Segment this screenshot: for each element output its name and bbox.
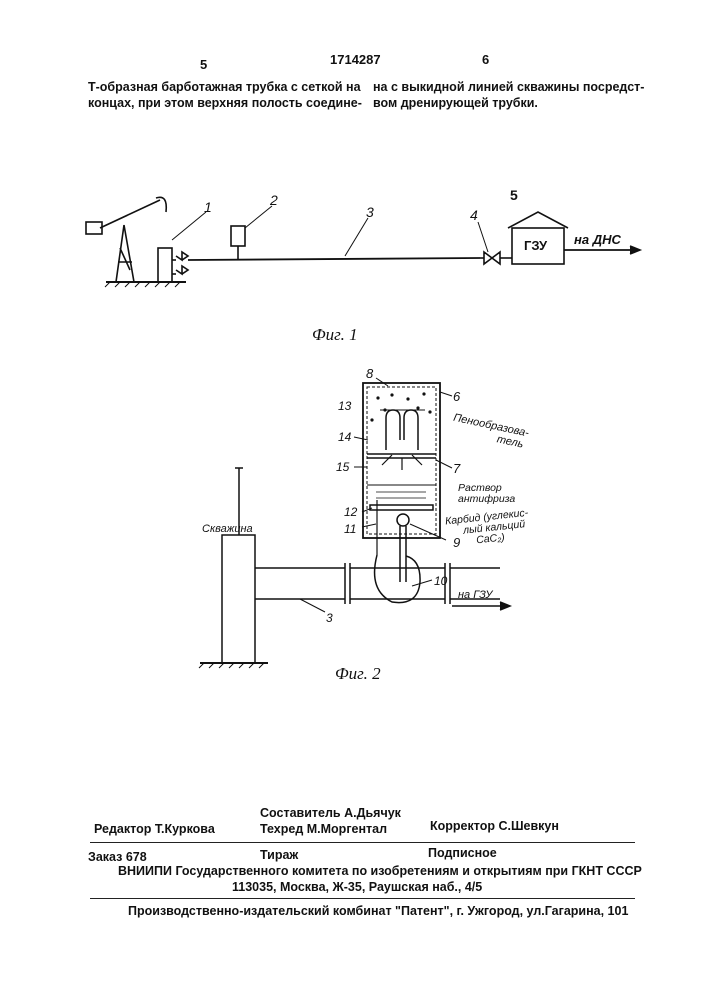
fig1-to-dns-label: на ДНС — [574, 232, 621, 247]
left-line-2: концах, при этом верхняя полость соедине… — [88, 95, 378, 111]
address: 113035, Москва, Ж-35, Раушская наб., 4/5 — [232, 880, 482, 894]
right-line-1: на с выкидной линией скважины посредст- — [373, 79, 673, 95]
fig1-label-1: 1 — [204, 199, 212, 215]
figure-2-diagram: 8 6 13 14 15 7 12 11 9 10 3 Скважина Пен… — [0, 365, 707, 670]
page-number-right: 6 — [482, 52, 489, 67]
fig2-well-label: Скважина — [202, 523, 253, 535]
techred: Техред М.Моргентал — [260, 822, 387, 836]
fig2-foamer-label-a: Пенообразова- — [452, 412, 530, 440]
fig2-label-3: 3 — [326, 611, 333, 625]
figure-1-diagram: 1 2 3 4 5 ГЗУ на ДНС — [0, 170, 707, 320]
walking-beam — [100, 200, 160, 228]
valve-upper — [176, 252, 188, 260]
page-number-left: 5 — [200, 57, 207, 72]
fig1-label-3: 3 — [366, 204, 374, 220]
wellhead-1 — [158, 248, 172, 282]
circulation: Тираж — [260, 848, 298, 862]
left-column-text: Т-образная барботажная трубка с сеткой н… — [88, 79, 378, 111]
vniipi: ВНИИПИ Государственного комитета по изоб… — [118, 864, 642, 878]
compiler: Составитель А.Дьячук — [260, 806, 401, 820]
order: Заказ 678 — [88, 850, 147, 864]
flow-line-3 — [188, 258, 480, 260]
fig1-label-5: 5 — [510, 187, 518, 203]
imprint-rule-top — [90, 842, 635, 843]
subscription: Подписное — [428, 846, 497, 860]
valve-4 — [484, 252, 500, 264]
float-ball — [397, 514, 409, 526]
carbide-plate — [370, 505, 433, 510]
gzu-roof — [508, 212, 568, 228]
fig2-carbide-label-c: CaC₂) — [476, 531, 506, 546]
fig1-label-4: 4 — [470, 207, 478, 223]
fig2-label-12: 12 — [344, 505, 358, 519]
derrick-frame — [116, 225, 134, 282]
fig2-label-6: 6 — [453, 389, 461, 404]
fig2-label-13: 13 — [338, 399, 352, 413]
fig2-label-9: 9 — [453, 535, 460, 550]
corrector: Корректор С.Шевкун — [430, 819, 559, 833]
fig1-label-2: 2 — [269, 192, 278, 208]
figure-2-caption: Фиг. 2 — [335, 664, 381, 684]
fig2-label-7: 7 — [453, 461, 461, 476]
device-2-box — [231, 226, 245, 246]
fig2-to-gzu-label: на ГЗУ — [458, 589, 493, 601]
patent-number: 1714287 — [330, 52, 381, 67]
gas-bubble — [375, 555, 421, 603]
fig2-label-14: 14 — [338, 430, 352, 444]
fig2-label-8: 8 — [366, 366, 374, 381]
publisher: Производственно-издательский комбинат "П… — [128, 904, 628, 918]
pump-counterweight — [86, 222, 102, 234]
right-column-text: на с выкидной линией скважины посредст- … — [373, 79, 673, 111]
left-line-1: Т-образная барботажная трубка с сеткой н… — [88, 79, 378, 95]
right-line-2: вом дренирующей трубки. — [373, 95, 673, 111]
fig2-label-15: 15 — [336, 460, 350, 474]
fig1-gzu-label: ГЗУ — [524, 238, 548, 253]
fig2-label-11: 11 — [344, 522, 356, 536]
horse-head — [156, 197, 166, 212]
imprint-rule-bottom — [90, 898, 635, 899]
figure-1-caption: Фиг. 1 — [312, 325, 358, 345]
editor: Редактор Т.Куркова — [94, 822, 215, 836]
fig2-label-10: 10 — [434, 574, 448, 588]
well-body — [222, 535, 255, 663]
fig2-solution-label-b: антифриза — [458, 493, 515, 505]
valve-lower — [176, 266, 188, 274]
